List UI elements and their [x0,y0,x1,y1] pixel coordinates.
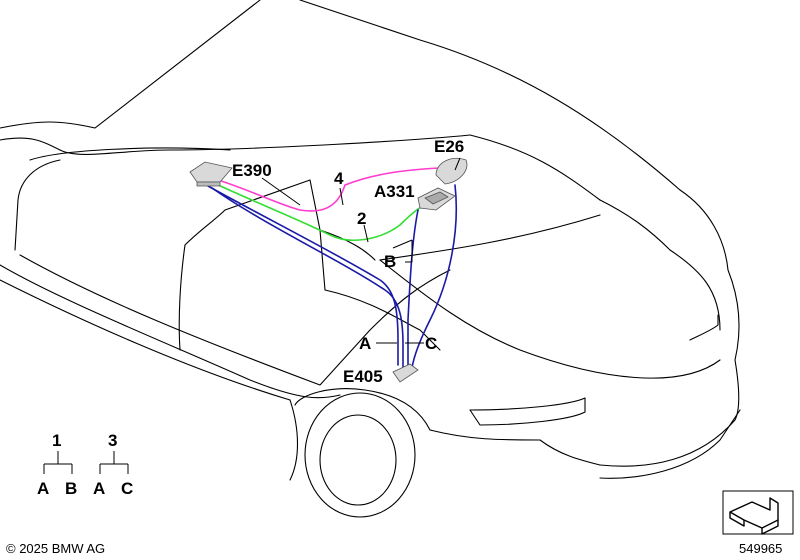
label-branch-a: A [359,334,371,353]
copyright-text: © 2025 BMW AG [6,541,105,556]
component-e390-shape[interactable] [189,161,233,187]
wire-blue-3 [407,209,419,369]
wire-pink [217,167,441,212]
component-a331-shape[interactable] [417,187,456,211]
legend-1-left: A [37,479,49,498]
legend-group-1: 1 A B [37,431,77,498]
label-branch-b: B [384,252,396,271]
label-a331: A331 [374,182,415,201]
label-wire-4: 4 [334,169,344,188]
diagram-number: 549965 [739,541,782,556]
component-e26-shape[interactable] [435,158,468,185]
wire-blue-1 [207,185,399,366]
label-branch-c: C [425,334,437,353]
car-outline [0,0,741,518]
label-e26: E26 [434,137,464,156]
legend-group-3: 3 A C [93,431,133,498]
legend-3-left: A [93,479,105,498]
label-e405: E405 [343,367,383,386]
label-wire-2: 2 [357,209,366,228]
wire-blue-2 [211,187,404,369]
wire-green [213,182,426,241]
view-orientation-icon [722,490,794,535]
legend-1-number: 1 [52,431,61,450]
wire-blue-4 [411,184,458,369]
legend-3-number: 3 [108,431,117,450]
legend-3-right: C [121,479,133,498]
leader-lines [261,157,461,344]
label-e390: E390 [232,161,272,180]
component-e405-shape[interactable] [392,363,419,383]
legend-1-right: B [65,479,77,498]
